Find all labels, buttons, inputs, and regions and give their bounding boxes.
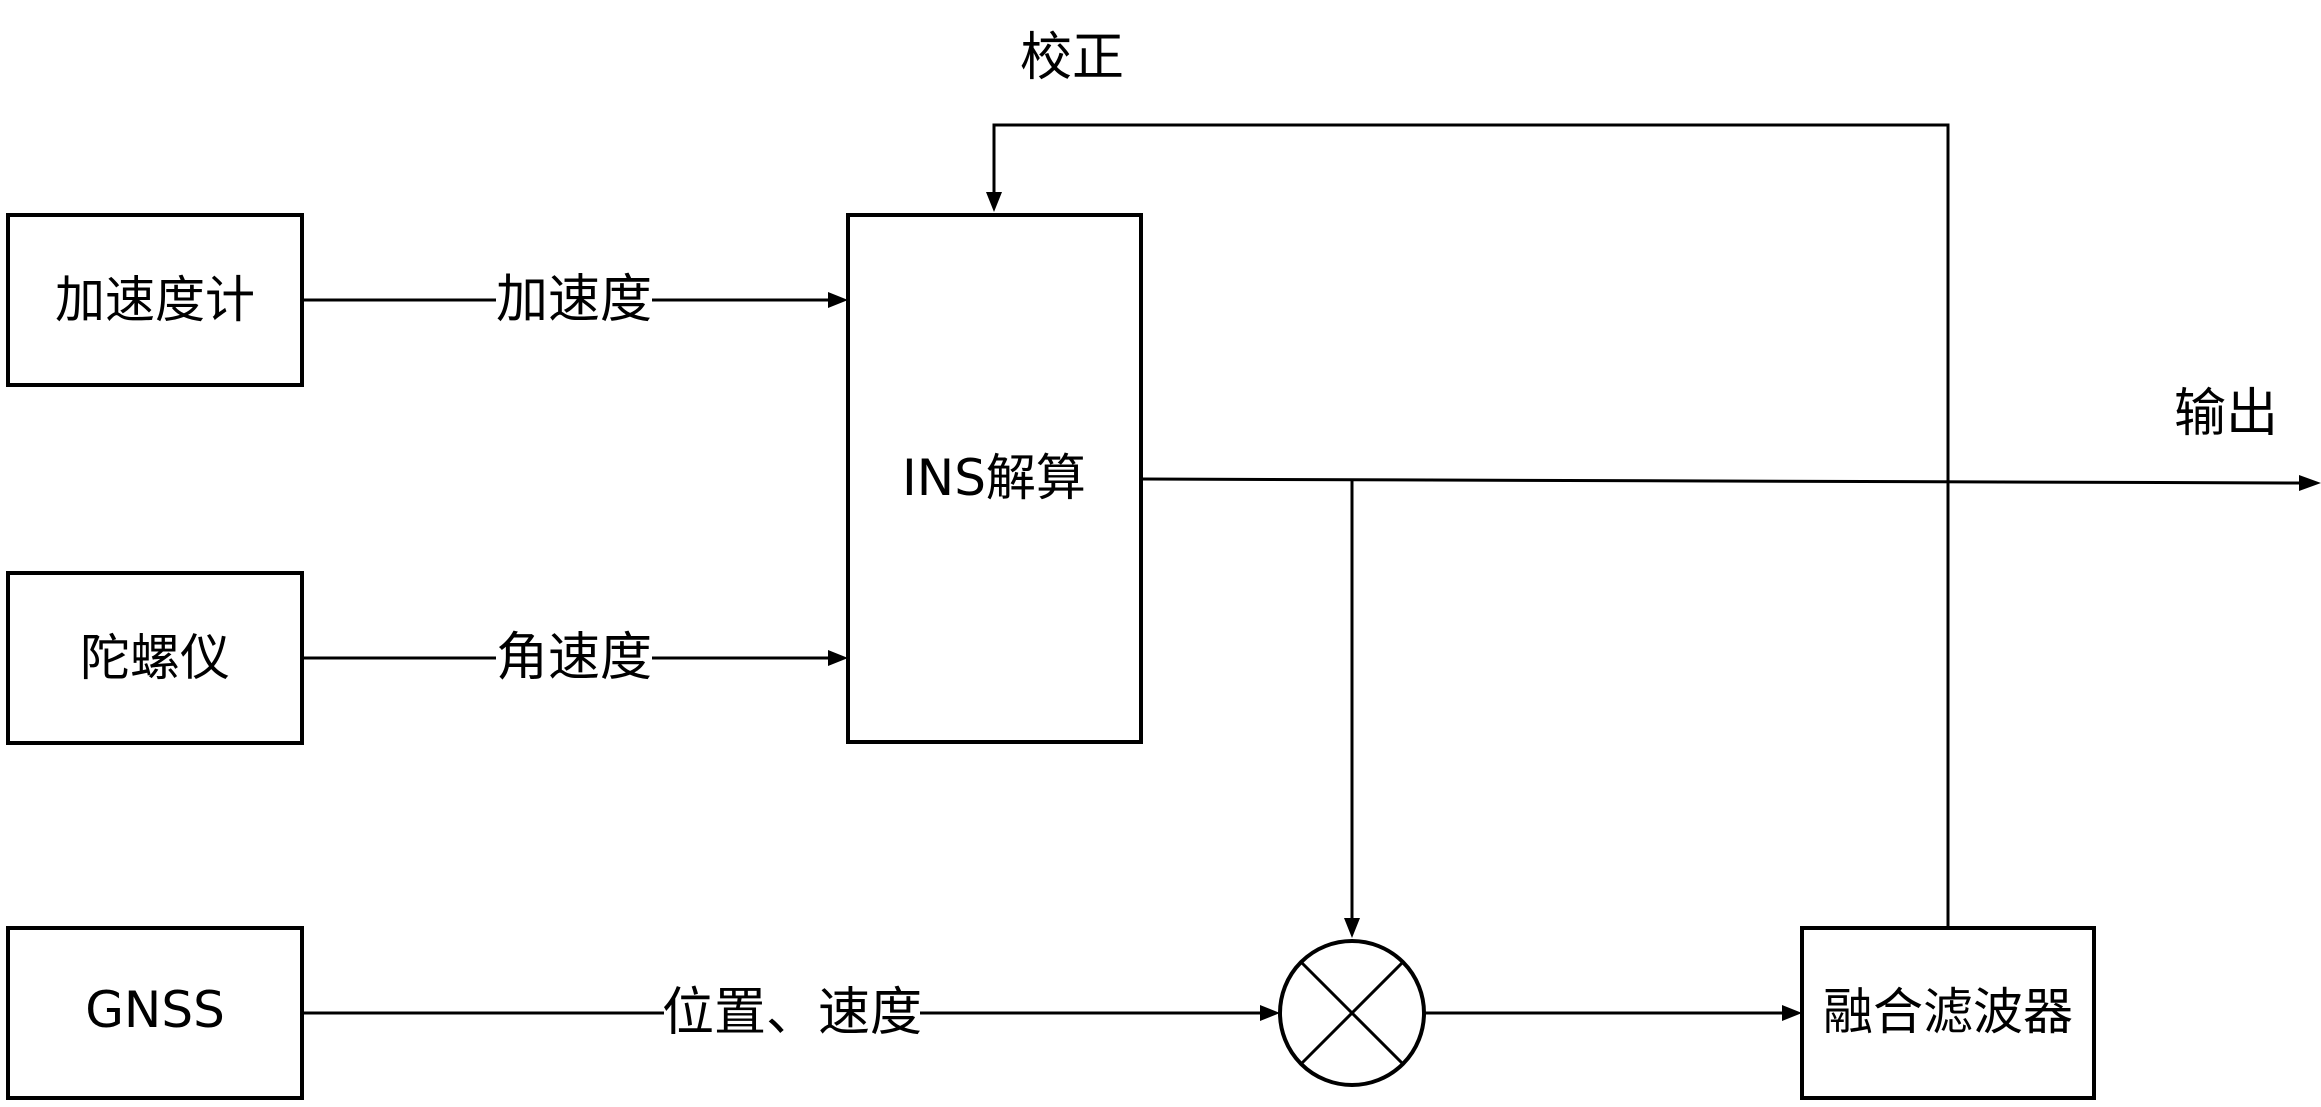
gyroscope-node: 陀螺仪 [6,571,304,745]
fusion-filter-label: 融合滤波器 [1823,983,2073,1041]
ins-to-multiplier-arrowhead [1344,918,1360,938]
accelerometer-label: 加速度计 [55,271,255,329]
correction-arrowhead [986,192,1002,212]
multiplier-to-filter-arrowhead [1782,1005,1802,1021]
multiplier-cross-b [1299,960,1405,1066]
angular-velocity-edge-label: 角速度 [496,628,652,688]
correction-feedback-connector [992,123,1950,927]
gyroscope-label: 陀螺仪 [80,629,230,687]
correction-edge-label: 校正 [1020,28,1124,88]
multiplier-junction-node [1278,939,1426,1087]
fusion-filter-node: 融合滤波器 [1800,926,2096,1100]
angular-velocity-arrowhead [828,650,848,666]
gnss-node: GNSS [6,926,304,1100]
position-velocity-edge-label: 位置、速度 [662,983,922,1043]
acceleration-arrowhead [828,292,848,308]
output-connector [1140,477,2304,485]
ins-solution-node: INS解算 [846,213,1143,744]
gnss-label: GNSS [85,981,225,1039]
output-arrowhead [2299,475,2321,491]
accelerometer-node: 加速度计 [6,213,304,387]
acceleration-edge-label: 加速度 [496,270,652,330]
ins-solution-label: INS解算 [902,449,1086,507]
position-velocity-arrowhead [1260,1005,1280,1021]
output-edge-label: 输出 [2174,384,2278,444]
